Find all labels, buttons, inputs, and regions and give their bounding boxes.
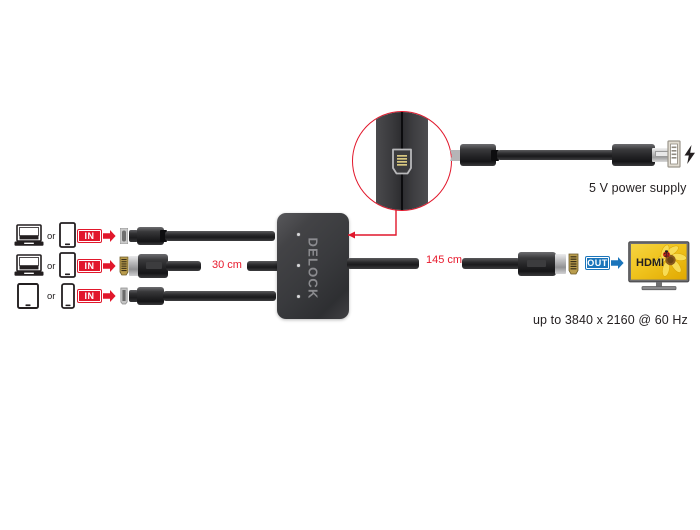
mini-displayport-connector-tip-row3	[129, 290, 138, 302]
or-label-row2: or	[47, 261, 56, 272]
hdmi-port-icon	[119, 256, 129, 276]
red-arrow-icon-row3	[103, 289, 116, 303]
laptop-icon	[14, 254, 44, 278]
output-cable-right	[462, 258, 520, 269]
output-cable-left	[347, 258, 419, 269]
power-supply-caption: 5 V power supply	[589, 181, 687, 195]
delock-brand-logo: DELOCK	[305, 237, 321, 300]
connector-grip-row2	[146, 262, 162, 269]
output-connector-grip	[527, 260, 546, 267]
micro-usb-power-connector	[460, 144, 496, 166]
tablet-icon	[59, 222, 76, 248]
or-label-row3: or	[47, 291, 56, 302]
delock-hub-device: DELOCK	[277, 213, 349, 319]
hub-led-1	[297, 233, 300, 236]
hub-led-2	[297, 264, 300, 267]
usb-c-connector-row1	[137, 227, 164, 245]
blue-arrow-icon	[611, 256, 624, 270]
input-cable-row1	[165, 231, 275, 241]
badge-in-row1: IN	[77, 229, 102, 243]
input-cable-row2-right	[247, 261, 280, 271]
svg-text:HDMI: HDMI	[636, 257, 664, 269]
usb-c-port-icon	[119, 227, 129, 245]
or-label-row1: or	[47, 231, 56, 242]
lightning-bolt-icon	[684, 145, 696, 164]
mini-displayport-port-icon	[120, 287, 128, 305]
laptop-icon	[14, 224, 44, 248]
power-cable	[497, 150, 615, 160]
badge-in-row3: IN	[77, 289, 102, 303]
micro-usb-port-icon	[389, 148, 415, 175]
connector-strain-relief-row1	[160, 230, 167, 242]
red-arrow-icon-row1	[103, 229, 116, 243]
mini-displayport-connector-row3	[137, 287, 164, 305]
micro-usb-plug-tip	[450, 147, 462, 164]
usb-a-port-icon	[667, 140, 681, 168]
cable-length-label-145cm: 145 cm	[426, 254, 463, 266]
tablet-icon	[59, 252, 76, 278]
hdmi-port-icon	[568, 253, 579, 275]
smartphone-icon	[61, 283, 75, 309]
magnifier-callout	[352, 111, 452, 211]
usb-c-connector-tip-row1	[129, 230, 138, 242]
resolution-caption: up to 3840 x 2160 @ 60 Hz	[533, 313, 688, 327]
hdmi-output-connector-shell	[555, 254, 566, 274]
power-connector-strain-relief	[491, 150, 499, 161]
usb-a-plug-body	[612, 144, 655, 166]
hub-led-3	[297, 295, 300, 298]
input-cable-row2-left	[166, 261, 201, 271]
input-cable-row3	[163, 291, 276, 301]
callout-leader-line	[330, 180, 450, 250]
tablet-icon	[17, 283, 39, 309]
hdmi-connector-shell-row2	[129, 256, 139, 276]
cable-length-label-30cm: 30 cm	[212, 259, 242, 271]
badge-out: OUT	[585, 256, 610, 270]
television-icon: HDMI	[628, 241, 690, 293]
red-arrow-icon-row2	[103, 259, 116, 273]
badge-in-row2: IN	[77, 259, 102, 273]
